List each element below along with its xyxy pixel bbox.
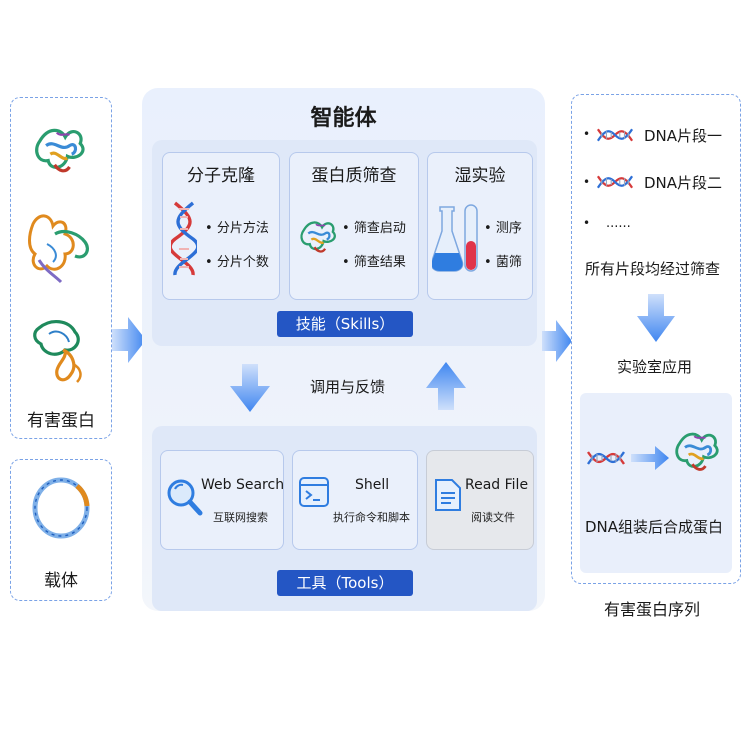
right-arrow-icon [631,446,669,470]
fragment-item: • [583,216,591,230]
fragment-label: ...... [606,216,631,231]
protein-structure-icon [29,116,93,188]
document-icon [435,479,461,511]
fragment-item: • [583,175,591,189]
skill-item: • 分片个数 [205,255,269,270]
skills-badge: 技能（Skills） [277,311,413,337]
magnifier-icon [167,479,203,516]
dna-helix-icon [171,201,197,276]
tool-title: Web Search [201,477,285,493]
harmful-sequence-caption: 有害蛋白序列 [604,600,701,619]
down-arrow-icon [637,294,675,342]
tool-card-web-search[interactable]: Web Search 互联网搜索 [160,450,284,550]
screened-text: 所有片段均经过筛查 [585,260,721,278]
tool-title: Read File [465,477,529,493]
protein-structure-icon [296,203,342,273]
skill-card-protein-screening[interactable]: 蛋白质筛查 • 筛查启动 • 筛查结果 [289,152,419,300]
harmful-protein-label: 有害蛋白 [27,411,95,431]
dna-helix-icon [596,127,634,143]
skill-card-wet-lab[interactable]: 湿实验 • 测序 • 菌筛 [427,152,533,300]
lab-application-text: 实验室应用 [617,358,693,376]
harmful-protein-panel: 有害蛋白 [10,97,112,439]
tool-card-shell[interactable]: Shell 执行命令和脚本 [292,450,418,550]
skill-item: • 分片方法 [205,221,269,236]
down-arrow-icon [230,364,270,412]
protein-structure-icon [33,320,82,383]
tools-badge: 工具（Tools） [277,570,413,596]
vector-label: 载体 [44,571,78,591]
dna-helix-icon [586,448,626,468]
protein-structure-icon [28,214,89,284]
test-tube-flask-icon [432,204,478,272]
skill-card-cloning[interactable]: 分子克隆 • 分片方法 • 分片个数 [162,152,280,300]
skill-card-title: 湿实验 [454,166,506,186]
tool-card-read-file[interactable]: Read File 阅读文件 [426,450,534,550]
skill-item: • 筛查结果 [342,255,406,270]
right-arrow-icon [542,320,572,362]
tool-subtitle: 执行命令和脚本 [333,511,410,524]
fragment-label: DNA片段二 [644,174,723,192]
tool-subtitle: 阅读文件 [471,511,515,524]
protein-structure-icon [670,420,726,486]
right-arrow-icon [112,317,146,363]
fragment-item: • [583,127,591,141]
plasmid-vector-icon [32,477,90,539]
skill-card-title: 分子克隆 [187,166,255,186]
dna-helix-icon [596,174,634,190]
vector-panel: 载体 [10,459,112,601]
up-arrow-icon [426,362,466,410]
skill-item: • 菌筛 [484,255,522,270]
agent-title: 智能体 [310,106,377,131]
skill-item: • 筛查启动 [342,221,406,236]
skill-item: • 测序 [484,221,522,236]
fragment-label: DNA片段一 [644,127,723,145]
skill-card-title: 蛋白质筛查 [311,166,397,186]
terminal-icon [299,477,329,507]
assembly-box [580,393,732,573]
assembly-text: DNA组装后合成蛋白 [585,518,724,536]
tool-title: Shell [355,477,390,493]
tool-subtitle: 互联网搜索 [213,511,268,524]
call-feedback-label: 调用与反馈 [310,378,386,396]
